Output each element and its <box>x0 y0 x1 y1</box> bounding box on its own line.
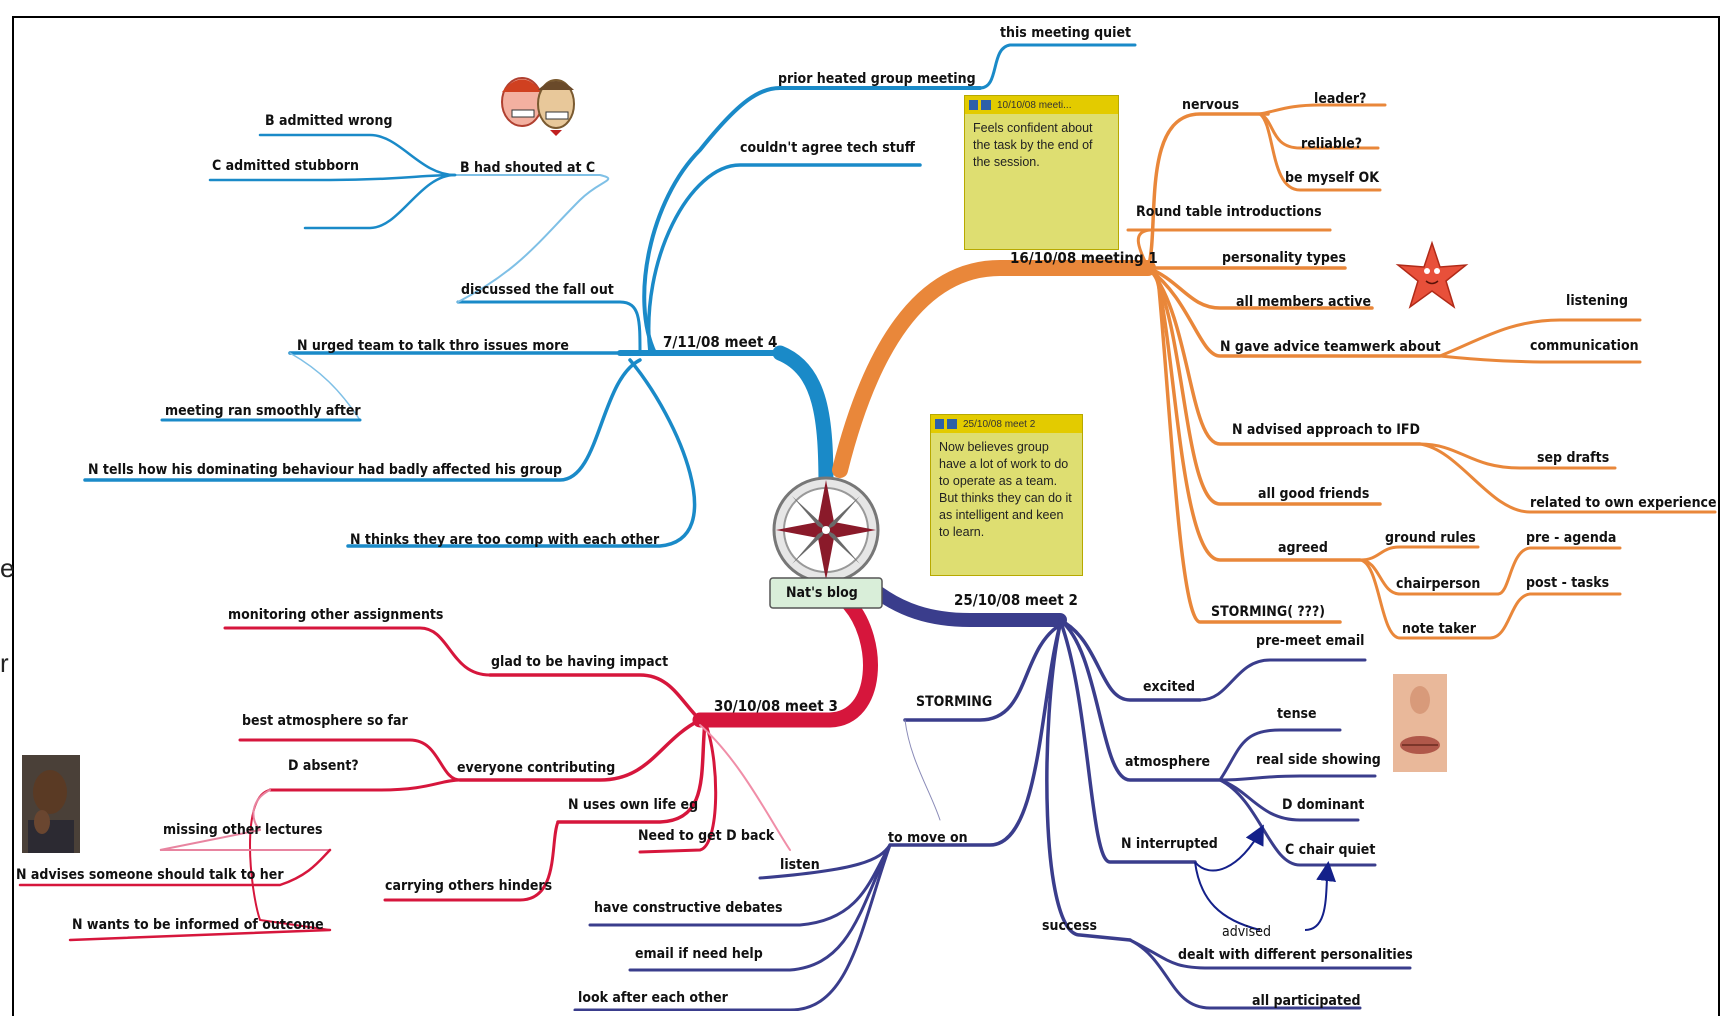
node-all-members-active[interactable]: all members active <box>1236 294 1372 310</box>
node-carrying-others[interactable]: carrying others hinders <box>385 878 553 894</box>
node-n-tells[interactable]: N tells how his dominating behaviour had… <box>88 462 563 478</box>
node-personality-types[interactable]: personality types <box>1222 250 1346 266</box>
node-d-dominant[interactable]: D dominant <box>1282 797 1365 813</box>
node-listening[interactable]: listening <box>1566 293 1628 309</box>
node-agreed[interactable]: agreed <box>1278 540 1328 556</box>
node-monitoring[interactable]: monitoring other assignments <box>228 607 444 623</box>
node-n-advises-talk[interactable]: N advises someone should talk to her <box>16 867 284 883</box>
node-n-urged[interactable]: N urged team to talk thro issues more <box>297 338 569 354</box>
node-this-meeting-quiet[interactable]: this meeting quiet <box>1000 25 1132 41</box>
node-glad-impact[interactable]: glad to be having impact <box>491 654 669 670</box>
node-advised[interactable]: advised <box>1222 924 1271 940</box>
node-reliable[interactable]: reliable? <box>1301 136 1363 152</box>
node-post-tasks[interactable]: post - tasks <box>1526 575 1610 591</box>
edge-fragment-r: r <box>0 648 9 678</box>
branch-meet1-label[interactable]: 16/10/08 meeting 1 <box>1010 249 1158 267</box>
node-atmosphere[interactable]: atmosphere <box>1125 754 1211 770</box>
node-leader[interactable]: leader? <box>1314 91 1367 107</box>
node-c-chair-quiet[interactable]: C chair quiet <box>1285 842 1376 858</box>
node-all-good-friends[interactable]: all good friends <box>1258 486 1370 502</box>
lips-photo <box>1393 674 1447 772</box>
note-header: 25/10/08 meet 2 <box>963 418 1036 430</box>
node-c-admitted[interactable]: C admitted stubborn <box>212 158 359 174</box>
note-window-icons[interactable] <box>969 100 991 110</box>
node-everyone-contributing[interactable]: everyone contributing <box>457 760 616 776</box>
node-constructive-debates[interactable]: have constructive debates <box>594 900 783 916</box>
couple-faces-icon <box>501 77 575 136</box>
node-round-table[interactable]: Round table introductions <box>1136 204 1322 220</box>
canvas-border <box>12 16 1720 1016</box>
node-listen[interactable]: listen <box>780 857 820 873</box>
node-discussed-fallout[interactable]: discussed the fall out <box>461 282 614 298</box>
starfish-icon <box>1395 240 1469 309</box>
node-best-atmosphere[interactable]: best atmosphere so far <box>242 713 408 729</box>
node-need-get-d-back[interactable]: Need to get D back <box>638 828 775 844</box>
node-n-uses-own-life[interactable]: N uses own life eg <box>568 797 699 813</box>
branch-meet3-trunk <box>692 597 878 728</box>
node-to-move-on[interactable]: to move on <box>888 830 968 846</box>
node-missing-lectures[interactable]: missing other lectures <box>163 822 323 838</box>
note-text: Now believes group have a lot of work to… <box>939 440 1072 539</box>
node-b-admitted[interactable]: B admitted wrong <box>265 113 393 129</box>
node-look-after[interactable]: look after each other <box>578 990 728 1006</box>
node-prior-heated[interactable]: prior heated group meeting <box>778 71 976 87</box>
node-pre-agenda[interactable]: pre - agenda <box>1526 530 1617 546</box>
note-text: Feels confident about the task by the en… <box>973 121 1093 169</box>
node-n-wants-informed[interactable]: N wants to be informed of outcome <box>72 917 324 933</box>
node-tense[interactable]: tense <box>1277 706 1317 722</box>
node-nervous[interactable]: nervous <box>1182 97 1240 113</box>
node-storming-q[interactable]: STORMING( ???) <box>1211 604 1326 620</box>
pensive-man-photo <box>22 755 80 853</box>
node-b-shouted[interactable]: B had shouted at C <box>460 160 596 176</box>
node-note-taker[interactable]: note taker <box>1402 621 1476 637</box>
node-d-absent[interactable]: D absent? <box>288 758 359 774</box>
node-communication[interactable]: communication <box>1530 338 1639 354</box>
node-all-participated[interactable]: all participated <box>1252 993 1361 1009</box>
node-n-thinks[interactable]: N thinks they are too comp with each oth… <box>350 532 660 548</box>
node-real-side[interactable]: real side showing <box>1256 752 1381 768</box>
node-pre-meet-email[interactable]: pre-meet email <box>1256 633 1365 649</box>
sticky-note-1[interactable]: 10/10/08 meeti... Feels confident about … <box>964 95 1119 250</box>
node-email-help[interactable]: email if need help <box>635 946 763 962</box>
node-related-own-exp[interactable]: related to own experience <box>1530 495 1717 511</box>
branch-meet4-label[interactable]: 7/11/08 meet 4 <box>663 333 778 351</box>
node-n-gave-advice[interactable]: N gave advice teamwerk about <box>1220 339 1441 355</box>
node-meeting-smooth[interactable]: meeting ran smoothly after <box>165 403 361 419</box>
note-window-icons[interactable] <box>935 419 957 429</box>
node-excited[interactable]: excited <box>1143 679 1196 695</box>
branch-meet2-label[interactable]: 25/10/08 meet 2 <box>954 591 1078 609</box>
note-header: 10/10/08 meeti... <box>997 99 1072 111</box>
node-sep-drafts[interactable]: sep drafts <box>1537 450 1610 466</box>
branch-meet3-label[interactable]: 30/10/08 meet 3 <box>714 697 838 715</box>
branch-meet1-trunk <box>832 260 1156 478</box>
edge-fragment-e: e <box>0 553 15 583</box>
branch-meet4-trunk <box>772 345 834 496</box>
node-n-advised-ifd[interactable]: N advised approach to IFD <box>1232 422 1421 438</box>
center-node-label[interactable]: Nat's blog <box>786 585 858 601</box>
sticky-note-2[interactable]: 25/10/08 meet 2 Now believes group have … <box>930 414 1083 576</box>
node-couldnt-agree[interactable]: couldn't agree tech stuff <box>740 140 915 156</box>
node-storming[interactable]: STORMING <box>916 694 993 710</box>
node-be-myself[interactable]: be myself OK <box>1285 170 1380 186</box>
node-n-interrupted[interactable]: N interrupted <box>1121 836 1218 852</box>
node-chairperson[interactable]: chairperson <box>1396 576 1481 592</box>
node-success[interactable]: success <box>1042 918 1097 934</box>
compass-icon[interactable] <box>769 476 883 609</box>
node-dealt-personalities[interactable]: dealt with different personalities <box>1178 947 1413 963</box>
node-ground-rules[interactable]: ground rules <box>1385 530 1476 546</box>
